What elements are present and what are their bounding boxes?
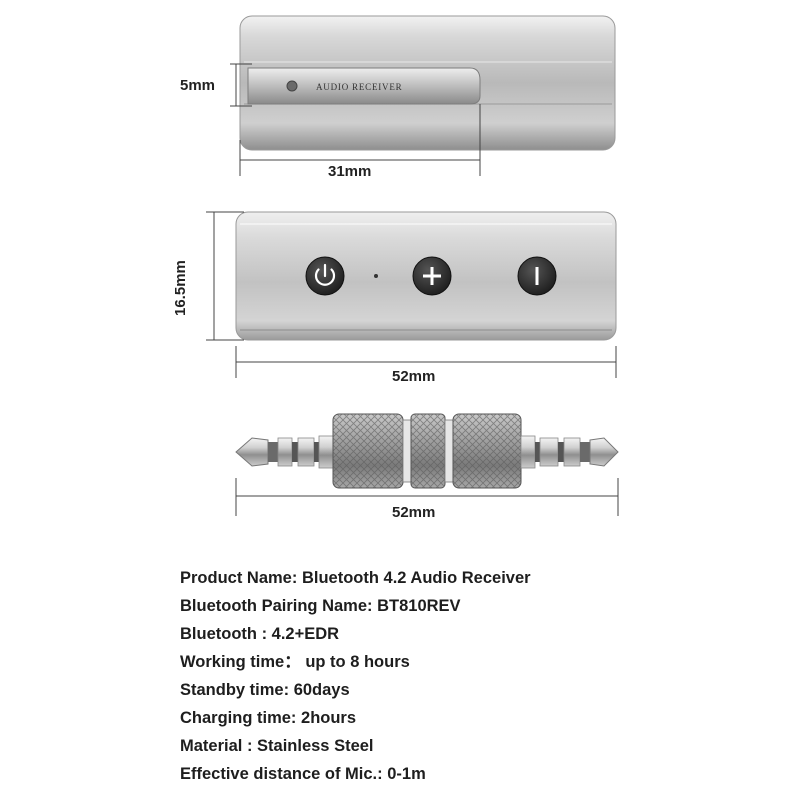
dimension-thickness [230,63,252,107]
spec-row: Bluetooth Pairing Name: BT810REV [180,597,461,615]
clip [247,67,481,105]
dimension-height [206,211,244,341]
power-icon [314,263,336,286]
left-plug [235,435,334,469]
spec-row: Product Name: Bluetooth 4.2 Audio Receiv… [180,569,531,587]
clip-length-label: 31mm [328,163,372,180]
dimension-adapter-length [235,478,619,516]
clip-text: AUDIO RECEIVER [316,82,402,92]
height-label-text: 16.5mm [172,260,189,316]
spec-row: Effective distance of Mic.: 0-1m [180,765,426,783]
spec-list: Product Name: Bluetooth 4.2 Audio Receiv… [180,564,740,788]
knurled-barrel [332,413,522,489]
volume-up-button[interactable] [412,256,452,296]
spec-row: Working time： up to 8 hours [180,653,410,671]
adapter-view [235,413,619,516]
plus-icon [423,267,441,285]
spec-row: Charging time: 2hours [180,709,357,727]
adapter-length-label: 52mm [392,504,436,521]
clip-logo-icon [286,80,298,92]
spec-row: Standby time: 60days [180,681,350,699]
width-label: 52mm [392,368,436,385]
volume-down-button[interactable] [517,256,557,296]
dimension-width [235,346,617,378]
spec-row: Material : Stainless Steel [180,737,374,755]
power-button[interactable] [305,256,345,296]
height-label: 16.5mm [172,212,189,316]
spec-row: Bluetooth : 4.2+EDR [180,625,340,643]
mic-hole [374,274,378,278]
thickness-label: 5mm [180,77,216,94]
right-plug [520,435,619,469]
front-view [206,211,617,378]
top-view: AUDIO RECEIVER [230,15,616,176]
dimension-clip-length [239,104,481,176]
